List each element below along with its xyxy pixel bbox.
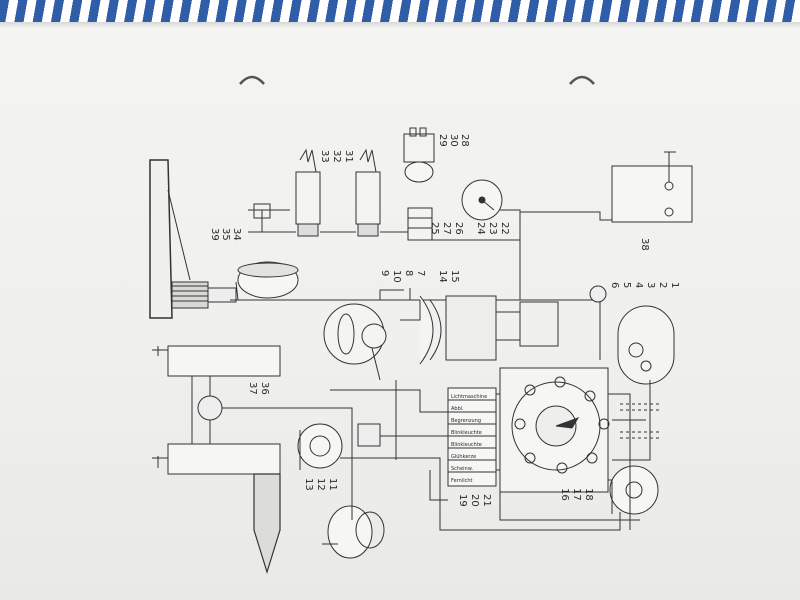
label-10: 10 (391, 270, 402, 283)
label-3: 3 (645, 282, 656, 288)
fuse-socket (589, 285, 607, 303)
label-1: 1 (669, 282, 680, 288)
headlamp-left-33 (295, 148, 321, 237)
label-25: 25 (429, 222, 440, 235)
label-35: 35 (220, 228, 231, 241)
switch-label-4: Blinkleuchte (451, 442, 482, 448)
labels-group: 29 30 28 33 32 31 34 35 39 26 27 25 22 2… (209, 134, 680, 507)
label-15: 15 (449, 270, 460, 283)
glow-plug-indicator (253, 473, 281, 575)
label-11: 11 (327, 478, 338, 491)
label-34: 34 (231, 228, 242, 241)
steering-hub (171, 281, 237, 309)
switch-label-1: Abbl. (451, 406, 464, 412)
label-22: 22 (499, 222, 510, 235)
ignition-coil-11-12-13 (297, 423, 343, 469)
switch-label-5: Glühkerze (451, 454, 476, 460)
binding-shadow (0, 22, 800, 28)
label-24: 24 (475, 222, 486, 235)
label-6: 6 (609, 282, 620, 288)
starter-motor-14-15 (419, 295, 559, 365)
label-8: 8 (403, 270, 414, 276)
label-23: 23 (487, 222, 498, 235)
headlamp-right-31 (355, 148, 381, 237)
label-28: 28 (459, 134, 470, 147)
voltage-regulator (617, 305, 675, 385)
label-39: 39 (209, 228, 220, 241)
label-5: 5 (621, 282, 632, 288)
label-13: 13 (303, 478, 314, 491)
label-37: 37 (247, 382, 258, 395)
label-17: 17 (571, 488, 582, 501)
punch-mark-left (239, 75, 265, 85)
label-26: 26 (453, 222, 464, 235)
wire-trunk-top (230, 209, 612, 360)
label-29: 29 (437, 134, 448, 147)
switch-label-block (447, 387, 497, 487)
label-7: 7 (415, 270, 426, 276)
label-20: 20 (469, 494, 480, 507)
switch-label-0: Lichtmaschine (451, 394, 487, 400)
relay-small (357, 423, 381, 447)
wire-grid-lower (299, 300, 651, 531)
switch-label-2: Begrenzung (451, 418, 481, 424)
flasher-switch (197, 395, 223, 421)
label-18: 18 (583, 488, 594, 501)
label-19: 19 (457, 494, 468, 507)
switch-label-6: Scheinw. (451, 466, 473, 472)
switch-label-texts: Lichtmaschine Abbl. Begrenzung Blinkleuc… (451, 394, 487, 484)
label-33: 33 (319, 150, 330, 163)
ignition-switch-panel (499, 367, 610, 493)
label-16: 16 (559, 488, 570, 501)
switch-label-3: Blinkleuchte (451, 430, 482, 436)
relay-block-29-30-28 (403, 127, 435, 183)
label-2: 2 (657, 282, 668, 288)
steering-column (149, 159, 173, 319)
label-4: 4 (633, 282, 644, 288)
rear-lamp-37 (167, 443, 281, 475)
wire-harness-top (248, 209, 410, 233)
label-14: 14 (437, 270, 448, 283)
switch-label-7: Fernlicht (451, 478, 473, 484)
steering-spoke (167, 189, 191, 281)
spiral-binding (0, 0, 800, 22)
rear-lamp-36 (167, 345, 281, 377)
trailer-socket-38 (611, 165, 693, 223)
label-38: 38 (639, 238, 650, 251)
right-indicator-lamp (609, 465, 659, 515)
label-27: 27 (441, 222, 452, 235)
label-9: 9 (379, 270, 390, 276)
label-21: 21 (481, 494, 492, 507)
label-32: 32 (331, 150, 342, 163)
label-12: 12 (315, 478, 326, 491)
connector-34 (253, 203, 271, 219)
label-36: 36 (259, 382, 270, 395)
relay-26-27-25 (407, 207, 433, 241)
punch-mark-right (569, 75, 595, 85)
label-31: 31 (343, 150, 354, 163)
label-30: 30 (448, 134, 459, 147)
lower-lamp (327, 505, 373, 559)
wire-grid-right-cross (620, 403, 660, 439)
